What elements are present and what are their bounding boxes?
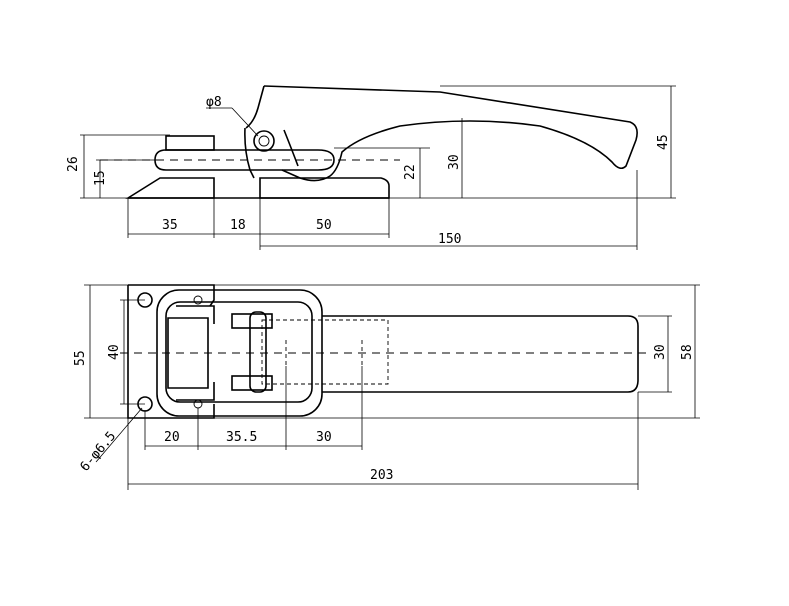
bail-inner bbox=[165, 301, 313, 403]
hinge-block bbox=[167, 305, 215, 401]
pivot-inner bbox=[258, 135, 270, 147]
side-view: φ8 26 15 22 30 45 35 18 50 1 bbox=[66, 85, 676, 250]
hole-top-mid bbox=[193, 295, 203, 305]
dim-50-label: 50 bbox=[316, 218, 332, 233]
base-plate-left bbox=[125, 177, 215, 199]
holes-leader bbox=[95, 407, 143, 463]
plan-view: 55 40 30 58 20 35.5 30 203 6-φ6.5 bbox=[73, 284, 700, 490]
dim-35-5-label: 35.5 bbox=[226, 430, 257, 445]
dim-203-label: 203 bbox=[370, 468, 393, 483]
dim-20-label: 20 bbox=[164, 430, 180, 445]
dim-phi8-label: φ8 bbox=[206, 95, 222, 110]
lever-handle bbox=[263, 85, 638, 182]
pin-shaft bbox=[249, 311, 267, 393]
bail-loop bbox=[154, 149, 335, 171]
dim-22-label: 22 bbox=[403, 164, 418, 180]
dim-15-label: 15 bbox=[93, 170, 108, 186]
top-block bbox=[165, 135, 215, 151]
dim-30-label: 30 bbox=[447, 154, 462, 170]
base-plate-right bbox=[259, 177, 390, 199]
dim-phi8-leader bbox=[231, 107, 259, 137]
dim-18-label: 18 bbox=[230, 218, 246, 233]
holes-label: 6-φ6.5 bbox=[78, 429, 120, 475]
lever-body bbox=[322, 315, 639, 393]
pivot-bracket bbox=[244, 127, 299, 179]
hidden-base bbox=[261, 319, 389, 385]
dim-26-label: 26 bbox=[66, 156, 81, 172]
dim-55-label: 55 bbox=[73, 350, 88, 366]
dim-150-label: 150 bbox=[438, 232, 461, 247]
dim-30r-label: 30 bbox=[653, 344, 668, 360]
dim-40-label: 40 bbox=[107, 344, 122, 360]
lever-neck bbox=[245, 85, 265, 129]
dim-45-label: 45 bbox=[656, 134, 671, 150]
dim-58-label: 58 bbox=[680, 344, 695, 360]
dim-30-plan-label: 30 bbox=[316, 430, 332, 445]
dim-35-label: 35 bbox=[162, 218, 178, 233]
pivot-circle bbox=[253, 130, 275, 152]
